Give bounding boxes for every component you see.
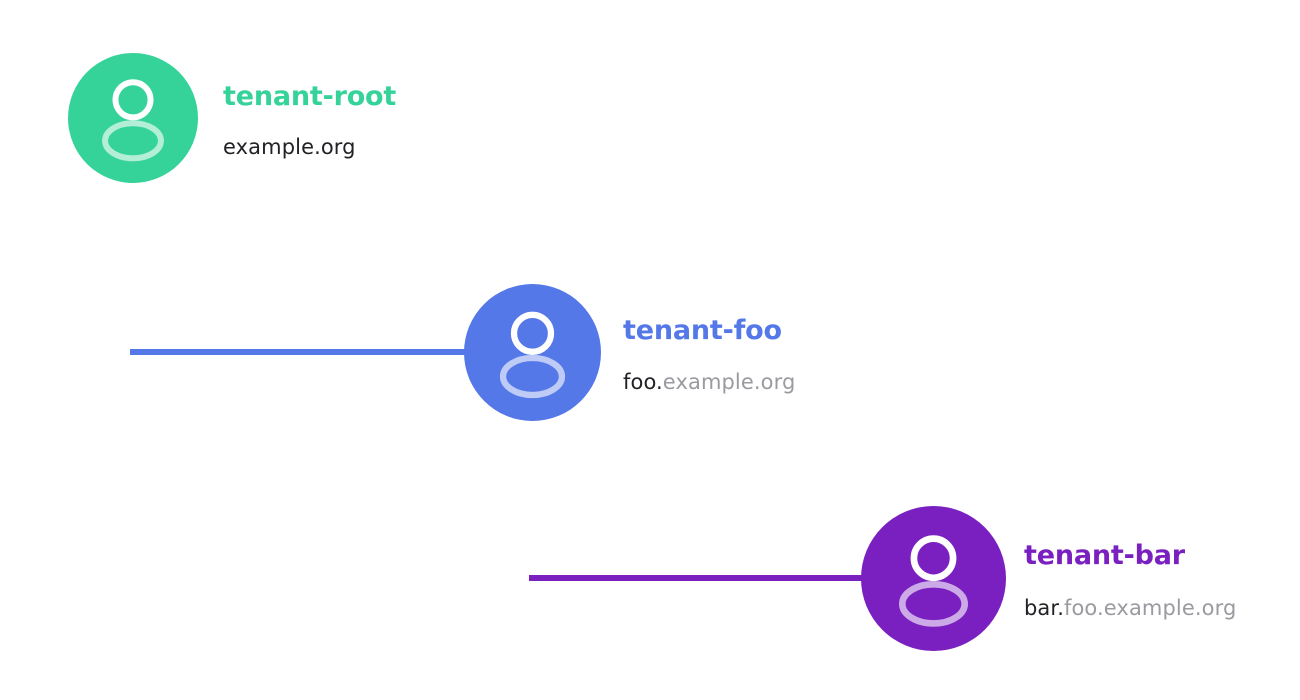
user-avatar-icon (898, 535, 969, 627)
tenant-foo-domain: foo.example.org (623, 372, 795, 393)
tenant-root-domain-suffix: example.org (223, 135, 356, 159)
tenant-bar-domain: bar.foo.example.org (1024, 598, 1236, 619)
tenant-root-title: tenant-root (223, 81, 397, 112)
edge-root-to-foo (130, 186, 470, 355)
edge-foo-to-bar (529, 422, 867, 581)
tenant-bar-domain-prefix: bar. (1024, 596, 1064, 620)
tenant-foo-title: tenant-foo (623, 315, 782, 346)
tenant-foo-domain-prefix: foo. (623, 370, 663, 394)
user-avatar-icon (102, 79, 164, 162)
tenant-root-domain: example.org (223, 137, 356, 158)
tenant-foo-domain-suffix: example.org (662, 370, 796, 394)
tenant-bar-domain-suffix: foo.example.org (1063, 596, 1237, 620)
user-avatar-icon (499, 311, 566, 399)
tenant-bar-title: tenant-bar (1024, 540, 1185, 571)
